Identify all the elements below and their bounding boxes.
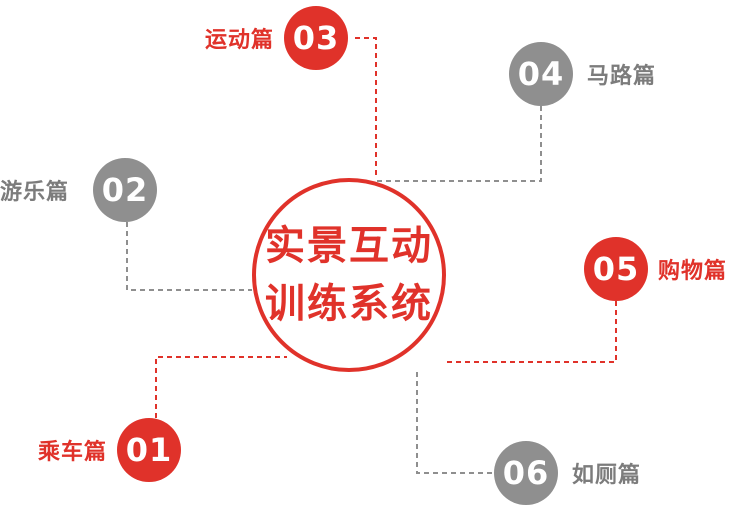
node-04-badge: 04 (509, 42, 573, 106)
node-05: 05 购物篇 (584, 237, 727, 301)
node-01-number: 01 (125, 431, 173, 469)
node-03: 运动篇 03 (205, 6, 349, 70)
connector-01 (155, 356, 287, 418)
node-01: 乘车篇 01 (38, 418, 182, 482)
node-03-label: 运动篇 (205, 28, 275, 53)
central-topic: 实景互动 训练系统 (252, 178, 446, 372)
node-01-label: 乘车篇 (38, 440, 108, 465)
node-02-badge: 02 (93, 158, 158, 222)
node-05-badge: 05 (584, 237, 648, 301)
node-04-label: 马路篇 (587, 64, 657, 89)
node-02-label: 游乐篇 (0, 180, 70, 205)
node-03-badge: 03 (284, 6, 349, 70)
central-topic-line1: 实景互动 (265, 223, 433, 269)
node-02: 游乐篇 02 (0, 158, 158, 222)
connector-02 (126, 222, 252, 291)
node-01-badge: 01 (117, 418, 182, 482)
node-05-number: 05 (592, 250, 640, 288)
connector-03 (355, 37, 377, 178)
node-05-label: 购物篇 (658, 259, 728, 284)
connector-05 (443, 301, 617, 363)
connector-06 (416, 372, 496, 474)
node-06: 06 如厕篇 (494, 441, 641, 505)
connector-04 (376, 106, 542, 182)
node-02-number: 02 (101, 171, 149, 209)
node-03-number: 03 (292, 19, 340, 57)
node-06-number: 06 (502, 454, 550, 492)
node-06-badge: 06 (494, 441, 558, 505)
central-topic-line2: 训练系统 (265, 281, 433, 327)
node-04-number: 04 (517, 55, 565, 93)
node-06-label: 如厕篇 (572, 463, 642, 488)
node-04: 04 马路篇 (509, 42, 656, 106)
